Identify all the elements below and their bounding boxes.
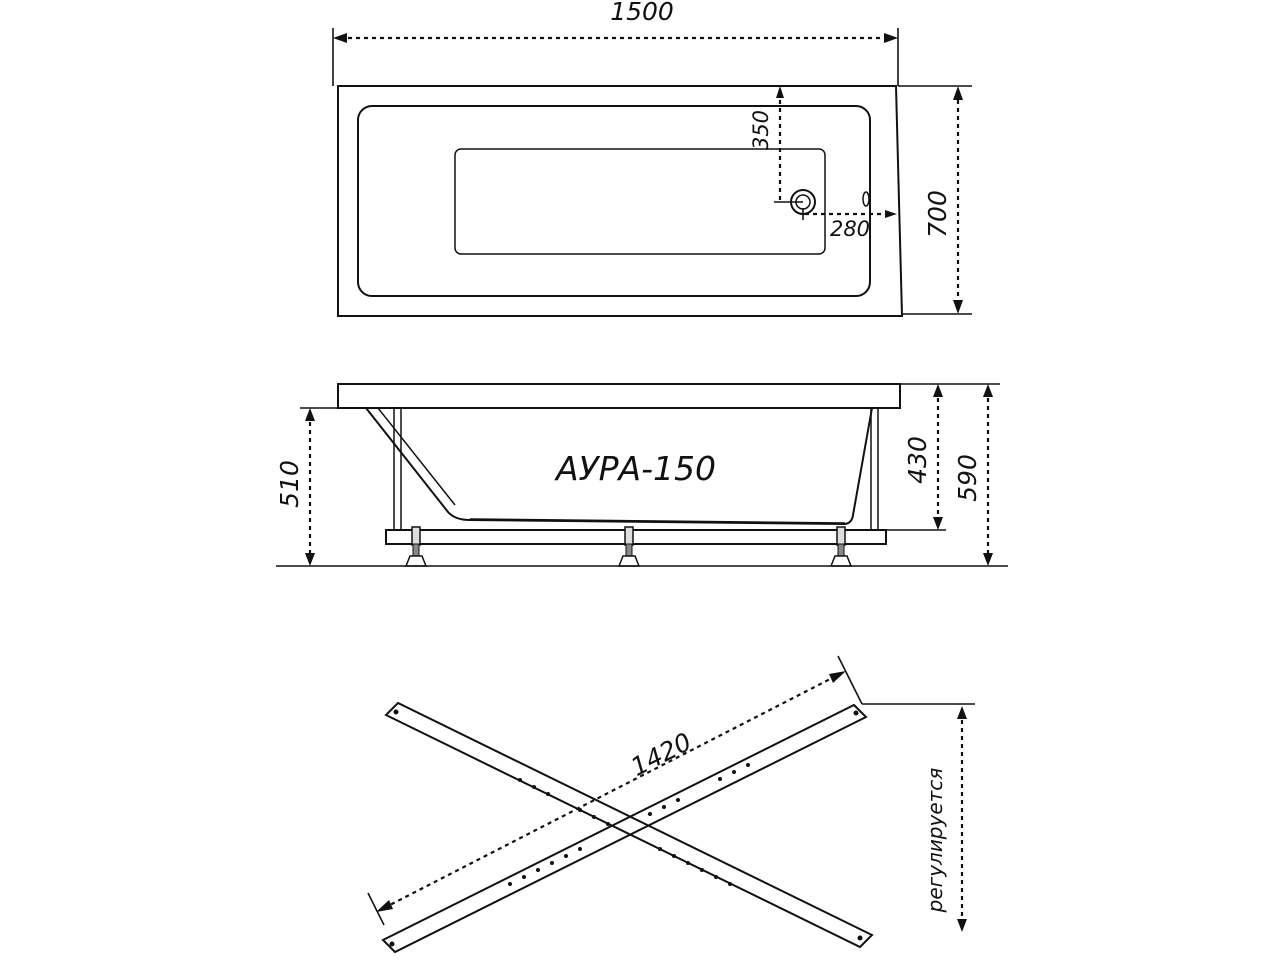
frame-leg-right	[870, 407, 879, 531]
top-view: 1500 700 350 280	[332, 0, 972, 317]
arrow-frame-length-top	[829, 671, 846, 683]
tub-depth-label: 430	[903, 436, 932, 484]
arrow-depth-down	[933, 517, 943, 530]
arrow-total-up	[983, 384, 993, 397]
arrow-depth-up	[933, 384, 943, 397]
arrow-frame-down	[305, 553, 315, 566]
frame-length-extension-bottom	[367, 892, 385, 926]
tub-body-inner-edge	[377, 407, 456, 506]
arrow-drain-up	[776, 86, 784, 98]
drain-edge-label: 280	[830, 217, 870, 241]
tub-outer-rim	[337, 85, 904, 317]
total-height-label: 590	[953, 454, 982, 502]
adjustable-foot-middle	[617, 526, 641, 567]
length-label: 1500	[610, 0, 674, 26]
arrow-down	[953, 300, 963, 314]
arrow-adjustable-down	[957, 919, 967, 932]
arrow-frame-length-bottom	[376, 900, 393, 912]
tub-bottom-flat	[454, 148, 826, 255]
frame-base	[385, 529, 887, 545]
model-label: АУРА-150	[554, 449, 716, 488]
width-label: 700	[923, 190, 952, 238]
frame-length-line	[383, 675, 837, 909]
arrow-up	[953, 86, 963, 100]
side-view: АУРА-150 510 430 590	[275, 383, 1008, 567]
arrow-drain-right	[885, 210, 897, 218]
tub-bottom-curve	[469, 518, 846, 524]
frame-view: 1420 регулируется	[367, 655, 975, 954]
arrow-right	[884, 33, 898, 43]
drain-offset-label: 350	[749, 110, 773, 150]
arrow-left	[333, 33, 347, 43]
overflow-hole	[862, 191, 870, 207]
frame-beam-b	[381, 703, 868, 954]
arrow-adjustable-up	[957, 706, 967, 719]
frame-length-extension-top	[837, 655, 863, 705]
adjustable-label: регулируется	[923, 768, 947, 914]
adjustable-foot-right	[829, 526, 853, 567]
tub-rim-side	[337, 383, 901, 409]
tub-inner-basin	[357, 105, 871, 297]
frame-height-label: 510	[275, 460, 304, 508]
frame-beam-a	[384, 701, 874, 949]
arrow-total-down	[983, 553, 993, 566]
frame-length-label: 1420	[626, 727, 696, 782]
arrow-frame-up	[305, 408, 315, 421]
tub-body-side	[365, 407, 873, 526]
adjustable-foot-left	[404, 526, 428, 567]
frame-leg-left	[393, 407, 402, 531]
